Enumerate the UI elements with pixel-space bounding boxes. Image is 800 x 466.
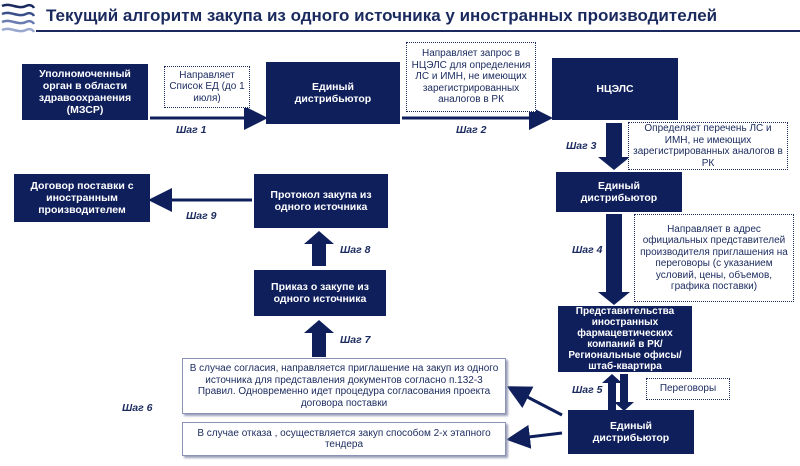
note-determines: Определяет перечень ЛС и ИМН, не имеющих… — [628, 122, 788, 170]
note-list: Направляет Список ЕД (до 1 июля) — [164, 66, 250, 108]
step-label-2: Шаг 2 — [456, 124, 487, 136]
arrow-step-6-agree — [506, 386, 563, 417]
node-representatives: Представительства иностранных фармацевти… — [558, 306, 692, 372]
step-label-5: Шаг 5 — [572, 384, 603, 396]
arrow-step-7 — [304, 320, 334, 357]
step-label-1: Шаг 1 — [176, 124, 207, 136]
step-label-9: Шаг 9 — [186, 210, 217, 222]
node-order: Приказ о закупе из одного источника — [254, 270, 386, 316]
arrow-step-6-refuse — [506, 424, 563, 449]
arrow-step-8 — [304, 231, 334, 266]
outcome-refuse: В случае отказа , осуществляется закуп с… — [182, 422, 506, 456]
outcome-agree: В случае согласия, направляется приглаше… — [182, 358, 506, 414]
note-negotiations: Переговоры — [646, 378, 730, 400]
arrow-step-4 — [598, 214, 630, 305]
note-request: Направляет запрос в НЦЭЛС для определени… — [406, 42, 536, 112]
arrow-step-5-up — [602, 374, 622, 412]
step-label-4: Шаг 4 — [572, 244, 603, 256]
node-ncels: НЦЭЛС — [552, 58, 678, 120]
page-title: Текущий алгоритм закупа из одного источн… — [46, 6, 718, 25]
step-label-6: Шаг 6 — [122, 402, 153, 414]
node-distributor-3: Единый дистрибьютор — [568, 410, 694, 454]
arrow-step-5-down — [614, 374, 634, 411]
note-invitations: Направляет в адрес официальных представи… — [634, 214, 794, 302]
node-distributor-2: Единый дистрибьютор — [556, 172, 682, 212]
title-underline — [36, 30, 800, 32]
node-contract: Договор поставки с иностранным производи… — [14, 174, 150, 222]
step-label-7: Шаг 7 — [340, 334, 371, 346]
step-label-3: Шаг 3 — [566, 140, 597, 152]
arrow-step-3 — [598, 123, 630, 170]
node-protocol: Протокол закупа из одного источника — [254, 174, 388, 228]
node-distributor-1: Единый дистрибьютор — [266, 62, 400, 124]
step-label-8: Шаг 8 — [340, 244, 371, 256]
wave-logo-icon — [0, 0, 36, 40]
node-upolnomochenny: Уполномоченный орган в области здравоохр… — [22, 64, 148, 120]
